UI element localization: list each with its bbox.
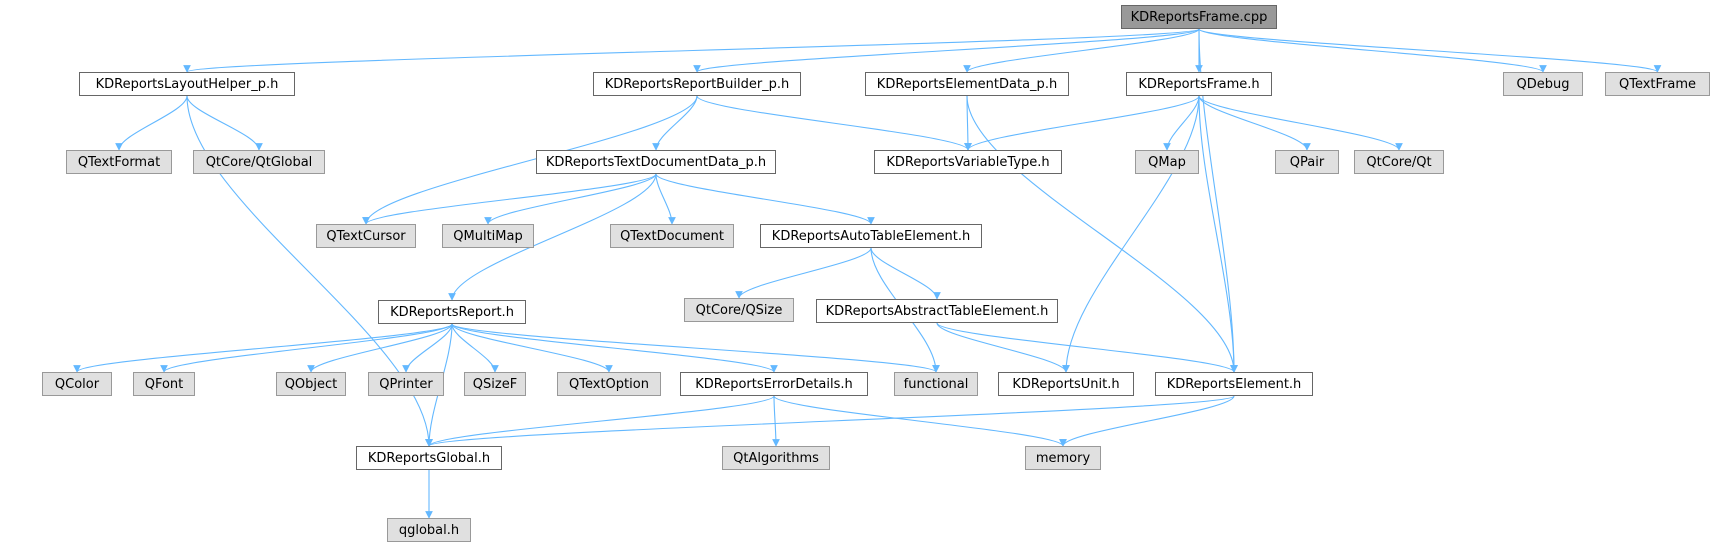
node-qfont[interactable]: QFont <box>133 372 195 396</box>
node-qprinter[interactable]: QPrinter <box>368 372 444 396</box>
node-qmultimap[interactable]: QMultiMap <box>442 224 534 248</box>
node-qtcore-qsize[interactable]: QtCore/QSize <box>684 298 794 322</box>
edge-text_document_data-to-auto_table <box>655 173 875 225</box>
node-functional[interactable]: functional <box>894 372 978 396</box>
edge-layout_helper-to-qtextformat <box>115 95 188 151</box>
edge-error_details-to-global_h <box>425 395 775 447</box>
edge-abstract_table-to-element_h <box>936 322 1238 373</box>
node-qdebug[interactable]: QDebug <box>1503 72 1583 96</box>
edge-root-to-qtextframe <box>1198 28 1662 73</box>
node-error-details[interactable]: KDReportsErrorDetails.h <box>680 372 868 396</box>
edge-frame_h-to-qpair <box>1198 95 1311 151</box>
edge-report_h-to-qsizef <box>451 323 499 373</box>
edge-layout_helper-to-global_h <box>186 95 433 447</box>
edge-report_builder-to-variable_type <box>696 95 972 151</box>
node-report-builder[interactable]: KDReportsReportBuilder_p.h <box>593 72 801 96</box>
edge-auto_table-to-qtcore_qsize <box>735 247 872 299</box>
node-report-h[interactable]: KDReportsReport.h <box>378 300 526 324</box>
node-layout-helper[interactable]: KDReportsLayoutHelper_p.h <box>79 72 295 96</box>
node-qcolor[interactable]: QColor <box>42 372 112 396</box>
edge-report_h-to-functional <box>451 323 940 373</box>
edge-auto_table-to-abstract_table <box>870 247 941 300</box>
edge-frame_h-to-variable_type <box>964 95 1200 151</box>
node-element-data[interactable]: KDReportsElementData_p.h <box>865 72 1069 96</box>
node-qsizef[interactable]: QSizeF <box>464 372 526 396</box>
node-qtextcursor[interactable]: QTextCursor <box>316 224 416 248</box>
edge-report_builder-to-text_document_data <box>652 95 698 151</box>
edge-text_document_data-to-qtextdocument <box>655 173 676 225</box>
edge-report_h-to-qobject <box>307 323 453 373</box>
edge-report_h-to-qprinter <box>402 323 453 373</box>
node-qtcore-qtglobal[interactable]: QtCore/QtGlobal <box>193 150 325 174</box>
edge-frame_h-to-unit_h <box>1062 95 1200 373</box>
node-text-document-data[interactable]: KDReportsTextDocumentData_p.h <box>536 150 776 174</box>
edge-element_h-to-memory <box>1059 395 1235 447</box>
edge-frame_h-to-element_h <box>1198 95 1238 373</box>
node-variable-type[interactable]: KDReportsVariableType.h <box>874 150 1062 174</box>
node-frame-h[interactable]: KDReportsFrame.h <box>1126 72 1272 96</box>
node-qglobal[interactable]: qglobal.h <box>387 518 471 542</box>
node-global-h[interactable]: KDReportsGlobal.h <box>356 446 502 470</box>
edge-abstract_table-to-unit_h <box>936 322 1070 373</box>
edge-element_h-to-global_h <box>425 395 1235 447</box>
edge-element_data-to-element_h <box>966 95 1238 373</box>
node-qtcore-qt[interactable]: QtCore/Qt <box>1354 150 1444 174</box>
edge-root-to-element_data <box>963 28 1200 73</box>
node-qtalgorithms[interactable]: QtAlgorithms <box>722 446 830 470</box>
edge-error_details-to-qtalgorithms <box>772 395 780 447</box>
node-element-h[interactable]: KDReportsElement.h <box>1155 372 1313 396</box>
edge-layout_helper-to-qtcore_qtglobal <box>186 95 263 151</box>
edge-frame_h-to-qtcore_qt <box>1198 95 1403 151</box>
edge-frame_h-to-qmap <box>1163 95 1200 151</box>
edge-report_h-to-error_details <box>451 323 778 373</box>
edge-text_document_data-to-qtextcursor <box>362 173 657 225</box>
node-qtextdocument[interactable]: QTextDocument <box>610 224 734 248</box>
node-qmap[interactable]: QMap <box>1135 150 1199 174</box>
edge-text_document_data-to-qmultimap <box>484 173 657 225</box>
edge-root-to-qdebug <box>1198 28 1547 73</box>
node-qpair[interactable]: QPair <box>1275 150 1339 174</box>
edge-root-to-layout_helper <box>183 28 1200 73</box>
node-qtextoption[interactable]: QTextOption <box>557 372 661 396</box>
edge-report_h-to-qfont <box>160 323 453 373</box>
node-auto-table-element[interactable]: KDReportsAutoTableElement.h <box>760 224 982 248</box>
edge-report_h-to-qcolor <box>73 323 453 373</box>
node-memory[interactable]: memory <box>1025 446 1101 470</box>
node-qtextframe[interactable]: QTextFrame <box>1605 72 1710 96</box>
edge-root-to-element_h <box>1198 28 1238 373</box>
node-kdreportsframe-cpp[interactable]: KDReportsFrame.cpp <box>1121 5 1277 29</box>
edge-text_document_data-to-report_h <box>448 173 657 301</box>
edge-root-to-report_builder <box>693 28 1200 73</box>
node-abstract-table-element[interactable]: KDReportsAbstractTableElement.h <box>816 299 1058 323</box>
edge-error_details-to-memory <box>773 395 1067 447</box>
node-unit-h[interactable]: KDReportsUnit.h <box>998 372 1134 396</box>
edge-report_builder-to-qtextcursor <box>362 95 698 225</box>
node-qobject[interactable]: QObject <box>276 372 346 396</box>
node-qtextformat[interactable]: QTextFormat <box>66 150 172 174</box>
edge-report_h-to-qtextoption <box>451 323 613 373</box>
